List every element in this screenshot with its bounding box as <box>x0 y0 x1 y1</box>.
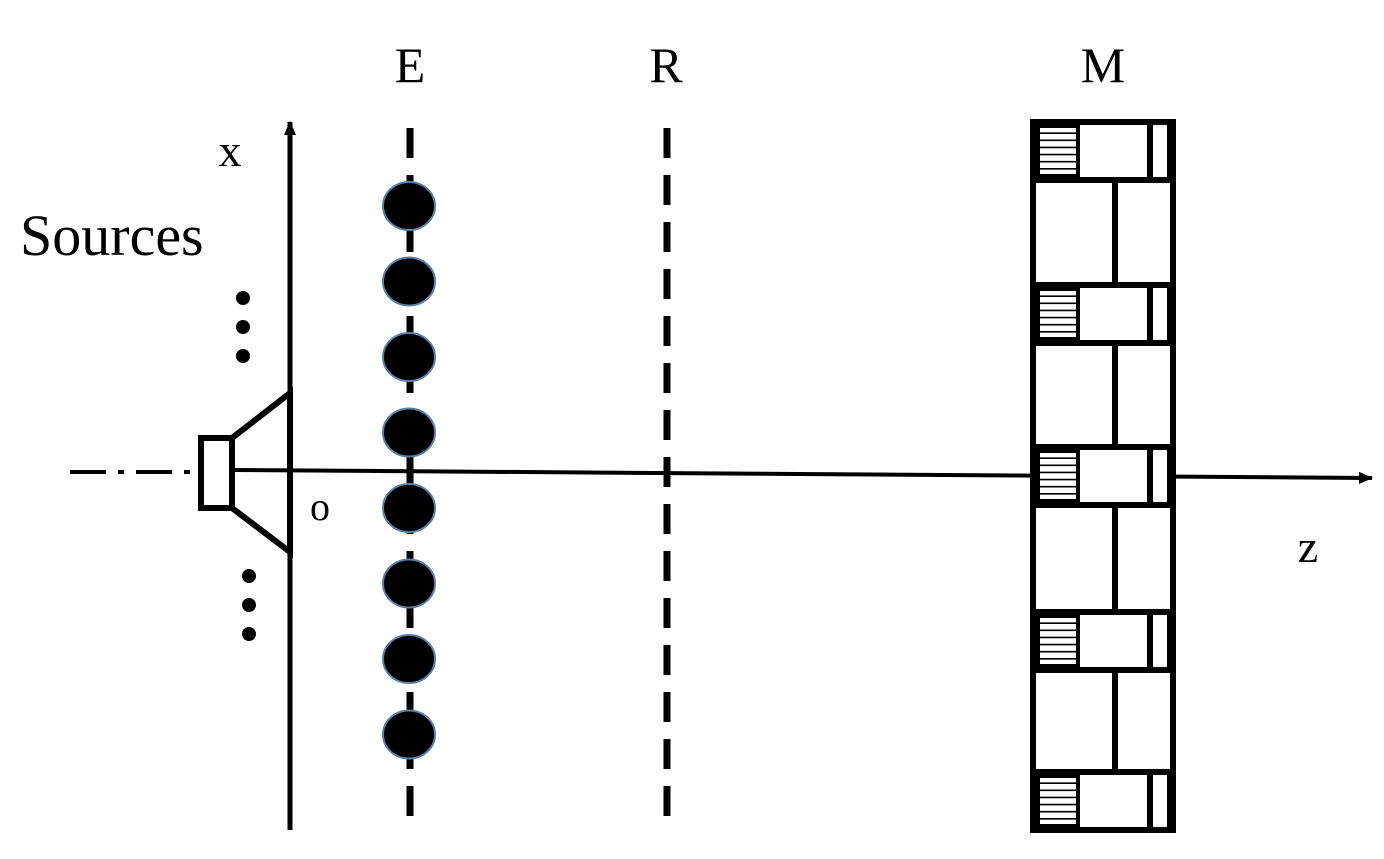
x-axis-label: x <box>219 125 242 176</box>
metasurface-cell-3 <box>1033 444 1173 508</box>
sources-ellipsis-upper <box>236 291 250 363</box>
sources-ellipsis-lower <box>242 569 256 641</box>
scatterer-1 <box>382 181 436 231</box>
scatterer-array <box>382 181 436 760</box>
scatterer-8 <box>382 709 436 760</box>
metasurface-cell-5 <box>1033 769 1173 833</box>
sources-label: Sources <box>20 203 204 268</box>
origin-label: o <box>310 484 330 529</box>
hatched-cavity <box>1036 614 1080 668</box>
hatched-cavity <box>1036 774 1080 828</box>
scatterer-7 <box>382 634 436 684</box>
source-speaker-icon <box>198 386 293 559</box>
metasurface-cell-2 <box>1033 282 1173 346</box>
scatterer-6 <box>382 558 436 609</box>
scatterer-5 <box>382 483 436 533</box>
plane-label-m: M <box>1081 37 1125 93</box>
hatched-cavity <box>1036 124 1080 178</box>
metasurface-cell-1 <box>1033 119 1173 183</box>
metasurface <box>1030 119 1176 833</box>
scatterer-2 <box>382 256 436 307</box>
hatched-cavity <box>1036 449 1080 503</box>
z-axis-label: z <box>1298 521 1318 572</box>
metasurface-cell-4 <box>1033 609 1173 673</box>
scatterer-3 <box>382 332 436 382</box>
plane-label-e: E <box>395 37 426 93</box>
scatterer-4 <box>382 407 436 458</box>
hatched-cavity <box>1036 287 1080 341</box>
z-axis-line <box>231 468 1373 484</box>
plane-label-r: R <box>649 37 683 93</box>
